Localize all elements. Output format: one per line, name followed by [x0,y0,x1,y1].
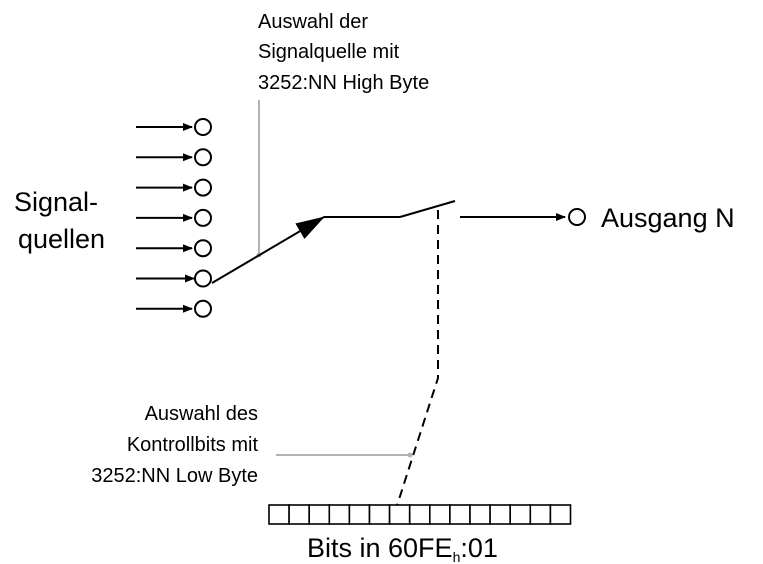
bit-cell [549,504,572,525]
bit-cell [469,504,491,525]
bit-cell [408,504,431,525]
bottom-annotation-leader-dot [407,452,413,458]
bit-cell [428,504,451,525]
bottom-annotation-line-3: 3252:NN Low Byte [91,465,258,487]
bottom-annotation-line-1: Auswahl des [145,403,258,425]
top-annotation-line-1: Auswahl der [258,11,368,33]
selector-lever-arrow [211,216,325,284]
input-node-selected [194,269,212,288]
top-annotation-line-3: 3252:NN High Byte [258,72,429,94]
bit-cell [348,504,371,525]
bit-cell [388,504,411,525]
switch-contact [399,200,456,218]
bit-cell [308,504,331,525]
bits-label-subscript: h [453,549,461,564]
bit-cell [328,504,351,525]
bit-cell [509,504,532,525]
bit-register [268,504,572,525]
input-node [194,208,212,227]
bit-cell [268,504,290,525]
input-group [136,118,212,318]
input-node [194,148,212,167]
sources-label-line-1: Signal- [14,187,98,217]
bit-cell [288,504,311,525]
bits-label: Bits in 60FEh:01 [307,533,498,564]
input-node [194,178,212,197]
output-label: Ausgang N [601,203,735,233]
top-annotation-line-2: Signalquelle mit [258,41,400,63]
bit-cell [368,504,391,525]
output-node [568,208,586,226]
bit-cell [489,504,512,525]
bit-cell [529,504,552,525]
sources-label-line-2: quellen [18,224,105,254]
bit-cell [449,504,471,525]
input-node [194,239,212,258]
input-node [194,299,212,318]
input-node [194,118,212,136]
control-linkage-dashed [392,210,439,519]
bottom-annotation-line-2: Kontrollbits mit [127,434,259,456]
bits-label-suffix: :01 [460,533,498,563]
bits-label-prefix: Bits in 60FE [307,533,453,563]
